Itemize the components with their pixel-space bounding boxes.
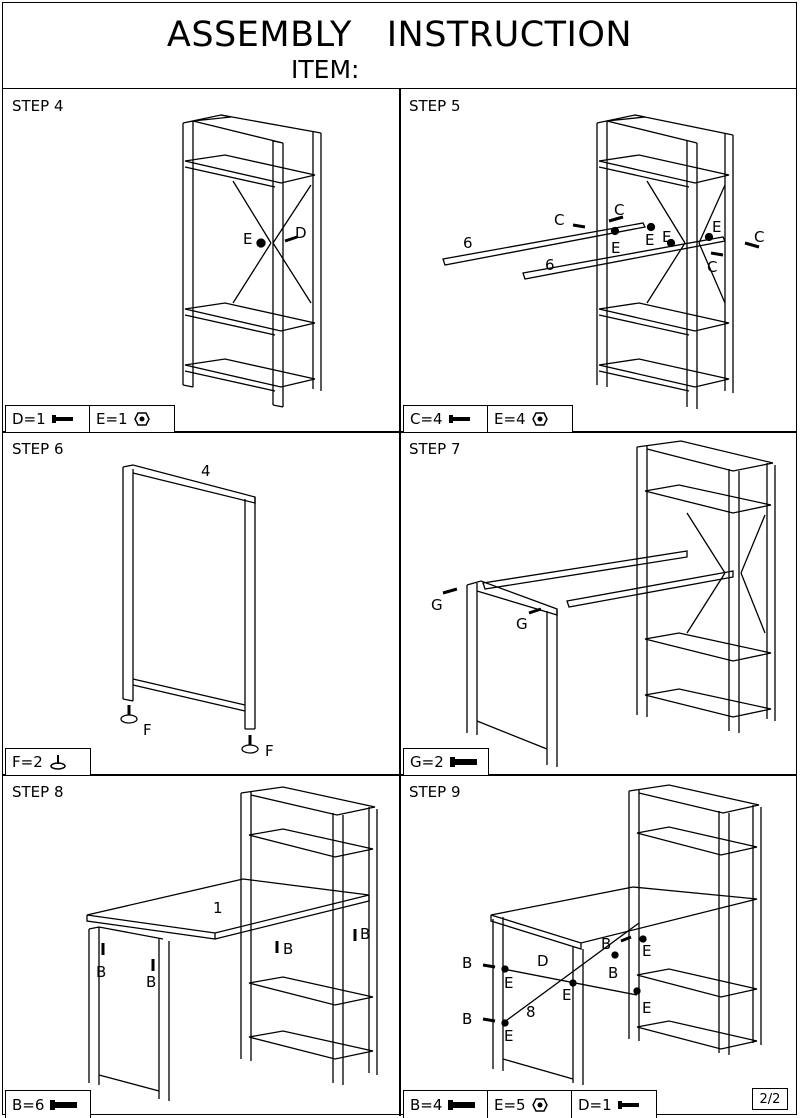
callout-f: F (265, 742, 274, 758)
row-divider-2 (3, 774, 796, 776)
foot-icon (50, 755, 66, 770)
step-4-callouts: E D (243, 224, 307, 248)
legend-count: G=2 (410, 753, 444, 771)
long-bolt-icon (448, 1099, 476, 1110)
step-4-bookcase-drawing (182, 114, 322, 408)
step-9-desk-drawing (482, 784, 762, 1085)
callout-e: E (504, 1027, 513, 1045)
step-5-parts-legend: C=4 E=4 (403, 405, 573, 433)
callout-c: C (754, 228, 764, 246)
step-5-bookcase-drawing (442, 114, 760, 409)
callout-b: B (601, 935, 611, 953)
step-9-label: STEP 9 (409, 783, 461, 801)
legend-count: D=1 (12, 410, 46, 428)
callout-c: C (554, 211, 564, 229)
legend-count: C=4 (410, 410, 443, 428)
legend-item-g: G=2 (404, 749, 488, 775)
step-4-parts-legend: D=1 E=1 (5, 405, 175, 433)
callout-e: E (243, 230, 252, 248)
bolt-icon (617, 1100, 639, 1109)
step-7-assembly-drawing (442, 440, 776, 767)
callout-e: E (712, 218, 721, 236)
callout-b: B (96, 963, 106, 981)
callout-part-4: 4 (201, 462, 211, 480)
callout-g: G (431, 596, 443, 614)
step-8-parts-legend: B=6 (5, 1090, 91, 1118)
bolt-icon (51, 415, 73, 423)
long-bolt-icon (50, 1099, 78, 1110)
legend-count: B=4 (410, 1095, 443, 1114)
legend-count: E=4 (494, 410, 526, 428)
legend-item-e: E=1 (90, 406, 174, 432)
row-divider-1 (3, 431, 796, 433)
callout-e: E (642, 942, 651, 960)
step-6-parts-legend: F=2 (5, 748, 91, 776)
callout-d: D (537, 952, 549, 970)
callout-part-1: 1 (213, 899, 223, 917)
callout-b: B (462, 954, 472, 972)
nut-icon (531, 412, 548, 426)
legend-item-e: E=5 (488, 1091, 572, 1118)
step-4-label: STEP 4 (12, 97, 64, 115)
column-divider (399, 89, 401, 1116)
step-5-callouts: C C E E E E C C 6 6 (463, 201, 764, 276)
callout-b: B (283, 940, 293, 958)
callout-e: E (562, 986, 571, 1004)
page-number: 2/2 (752, 1088, 788, 1110)
step-6-callouts: 4 F F (143, 462, 274, 758)
callout-d: D (295, 224, 307, 242)
bolt-icon (448, 415, 470, 423)
callout-b: B (608, 964, 618, 982)
page-title: ASSEMBLY INSTRUCTION (166, 15, 633, 55)
callout-b: B (146, 973, 156, 991)
legend-count: E=1 (96, 410, 128, 428)
callout-e: E (662, 228, 671, 246)
header: ASSEMBLY INSTRUCTION ITEM: (3, 3, 796, 89)
step-8-callouts: 1 B B B B (96, 899, 370, 991)
step-6-frame-drawing (120, 464, 259, 754)
item-label: ITEM: (291, 55, 360, 84)
callout-b: B (462, 1010, 472, 1028)
legend-item-e: E=4 (488, 406, 572, 432)
legend-count: B=6 (12, 1095, 45, 1114)
callout-e: E (504, 974, 513, 992)
callout-part-6: 6 (463, 234, 473, 252)
legend-item-d: D=1 (6, 406, 90, 432)
callout-g: G (516, 615, 528, 633)
callout-e: E (611, 239, 620, 257)
callout-part-8: 8 (526, 1003, 536, 1021)
legend-count: F=2 (12, 753, 43, 771)
step-7-label: STEP 7 (409, 440, 461, 458)
step-6-label: STEP 6 (12, 440, 64, 458)
callout-c: C (614, 201, 624, 219)
step-9-parts-legend: B=4 E=5 D=1 (403, 1090, 657, 1118)
step-7-parts-legend: G=2 (403, 748, 489, 776)
callout-b: B (360, 925, 370, 943)
callout-part-6: 6 (545, 256, 555, 274)
legend-item-f: F=2 (6, 749, 90, 775)
callout-f: F (143, 721, 152, 739)
callout-e: E (645, 231, 654, 249)
legend-item-c: C=4 (404, 406, 488, 432)
nut-icon (133, 412, 150, 426)
step-9-callouts: B B B B E E E E E D 8 (462, 935, 651, 1045)
step-7-callouts: G G (431, 596, 528, 633)
legend-count: D=1 (578, 1095, 612, 1114)
callout-c: C (707, 258, 717, 276)
long-bolt-icon (449, 757, 477, 767)
nut-icon (531, 1097, 548, 1112)
legend-item-b: B=4 (404, 1091, 488, 1118)
callout-e: E (642, 999, 651, 1017)
step-5-label: STEP 5 (409, 97, 461, 115)
step-8-desk-drawing (86, 786, 378, 1101)
legend-item-b: B=6 (6, 1091, 90, 1118)
legend-item-d: D=1 (572, 1091, 656, 1118)
step-8-label: STEP 8 (12, 783, 64, 801)
legend-count: E=5 (494, 1095, 526, 1114)
